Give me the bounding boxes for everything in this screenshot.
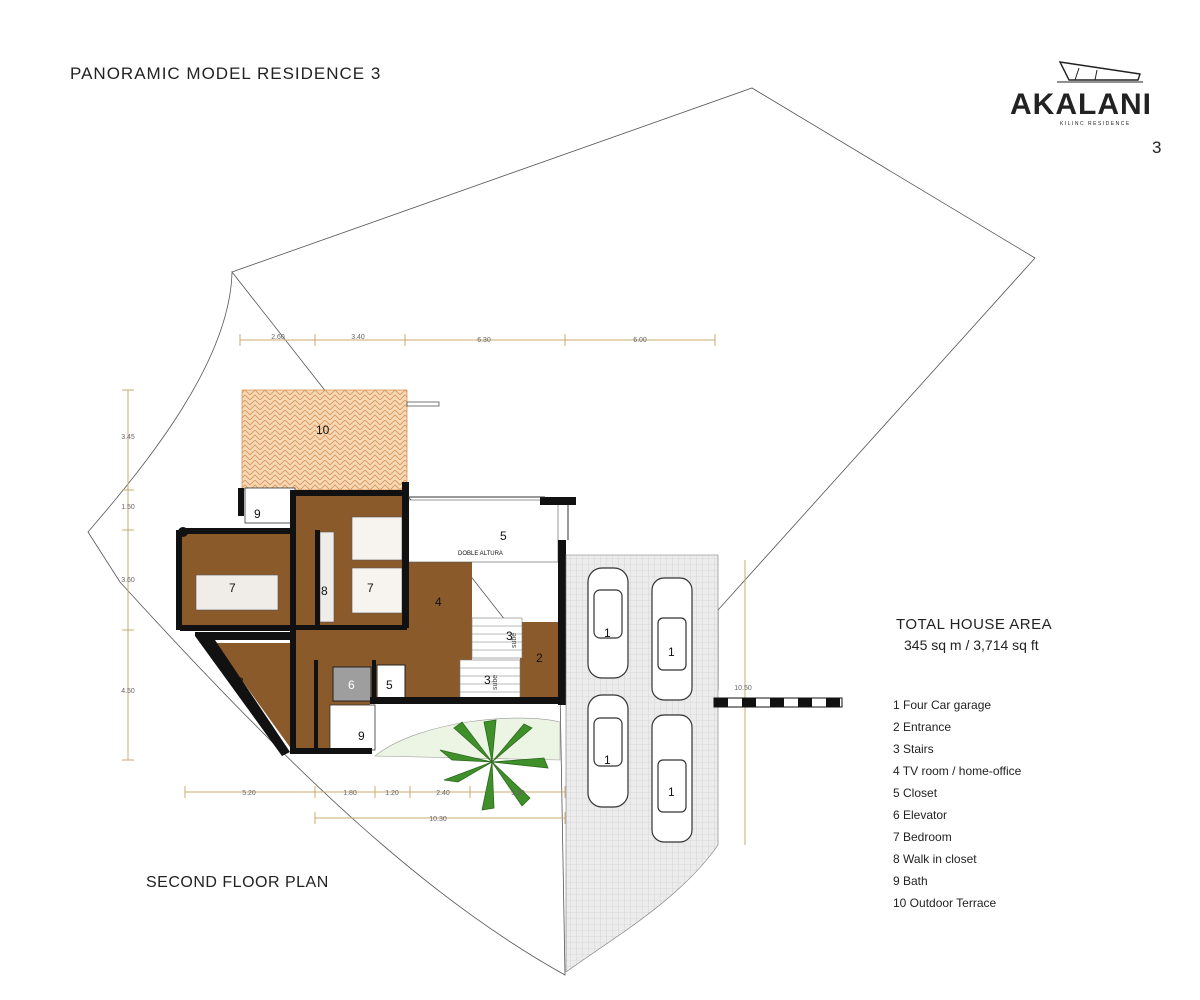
walls [176,482,576,754]
room-label-closet: 5 [386,678,393,692]
dim-bottom-4: 2.40 [436,790,450,797]
brand-logo [1055,52,1145,88]
room-label-car-2: 1 [668,645,675,659]
terrace [241,389,408,491]
elevator-room [332,666,372,702]
legend-item: 9 Bath [893,874,928,888]
brand-tagline: KILINC RESIDENCE [1060,121,1131,127]
room-label-entrance: 2 [536,651,543,665]
legend-item: 1 Four Car garage [893,698,992,712]
double-height-void [407,499,559,563]
dimension-lines [122,334,746,845]
dim-top-4: 6.00 [633,337,647,344]
dim-bottom-2: 1.80 [343,790,357,797]
room-label-stairs-b: 3 [484,673,491,687]
dim-left-2: 1.50 [121,504,135,511]
legend-item: 3 Stairs [893,742,934,756]
legend-item: 4 TV room / home-office [893,764,1022,778]
room-label-double-height: 5 [500,529,507,543]
dim-left-3: 3.60 [121,577,135,584]
car-3 [587,694,629,808]
car-2 [651,577,693,701]
dim-garage: 10.50 [734,685,752,692]
legend-item: 2 Entrance [893,720,952,734]
room-label-car-3: 1 [604,753,611,767]
dim-bottom-total: 10.30 [429,816,447,823]
room-label-bath-bottom: 9 [358,729,365,743]
car-4 [651,714,693,843]
room-label-walkin-vertical: 8 [321,584,328,598]
bath-bottom-room [329,704,376,751]
room-label-bedroom-center: 7 [367,581,374,595]
plan-title: SECOND FLOOR PLAN [146,874,329,891]
room-legend: 1 Four Car garage 2 Entrance 3 Stairs 4 … [893,698,1021,918]
stairs-sube-b: sube [492,675,499,690]
legend-item: 5 Closet [893,786,938,800]
dim-top-2: 3.40 [351,334,365,341]
car-1 [587,567,629,679]
legend-item: 6 Elevator [893,808,948,822]
stairs-sube-a: sube [511,633,518,648]
total-area-value: 345 sq m / 3,714 sq ft [904,637,1039,653]
room-label-elevator: 6 [348,678,355,692]
garage-gate [713,697,843,708]
dim-top-1: 2.60 [271,334,285,341]
closet-room [376,664,406,701]
legend-item: 10 Outdoor Terrace [893,896,997,910]
room-label-bedroom-left: 7 [229,581,236,595]
legend-item: 7 Bedroom [893,830,952,844]
dim-bottom-3: 1.20 [385,790,399,797]
page-title: PANORAMIC MODEL RESIDENCE 3 [70,64,382,83]
room-label-car-1: 1 [604,626,611,640]
room-label-car-4: 1 [668,785,675,799]
legend-item: 8 Walk in closet [893,852,977,866]
dim-bottom-1: 5.20 [242,790,256,797]
room-label-doble-altura: DOBLE ALTURA [458,551,503,557]
dim-left-4: 4.50 [121,688,135,695]
brand-name: AKALANI [1010,88,1152,121]
page-number: 3 [1152,138,1162,157]
boat-logo-icon [1057,61,1143,83]
room-label-bath-top: 9 [254,507,261,521]
room-label-walkin-triangle: 8 [237,675,244,689]
room-label-terrace: 10 [316,423,330,437]
total-area-title: TOTAL HOUSE AREA [896,616,1053,633]
stairs [459,617,523,701]
bath-top-room [244,487,296,524]
dim-bottom-5: 3.90 [511,790,525,797]
room-label-tv-room: 4 [435,595,442,609]
dim-left-1: 3.45 [121,434,135,441]
palm-tree-icon [439,719,549,811]
dim-top-3: 6.30 [477,337,491,344]
room-label-stairs-a: 3 [506,629,513,643]
